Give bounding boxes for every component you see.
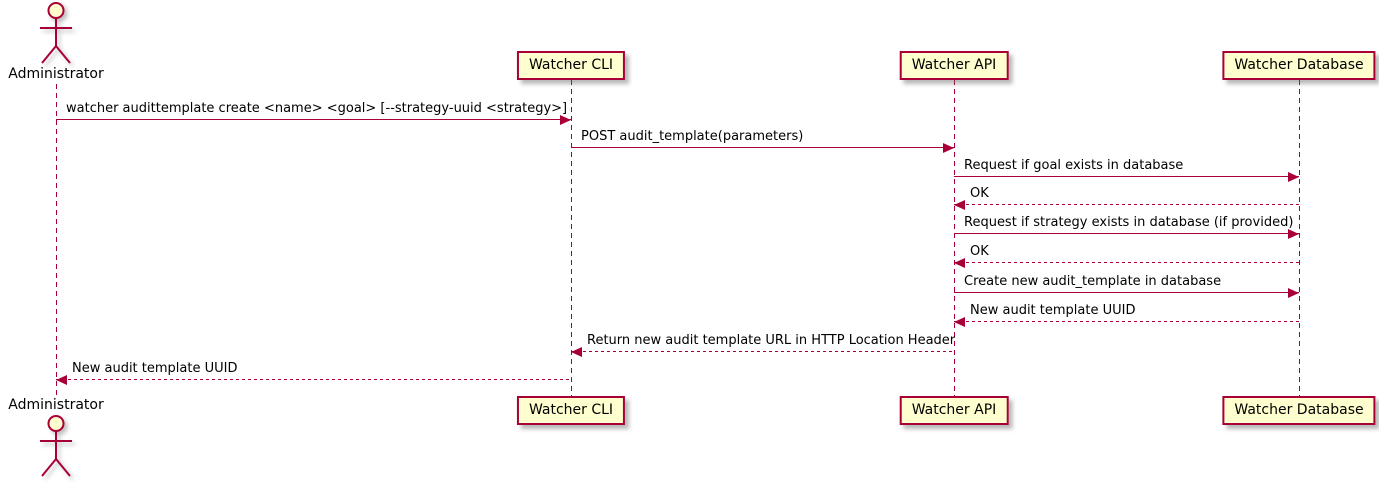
actor-administrator-icon xyxy=(40,2,72,64)
participant-watcher-api-top: Watcher API xyxy=(899,51,1009,80)
arrowhead-icon xyxy=(56,375,67,385)
actor-administrator-icon xyxy=(40,415,72,477)
message-line xyxy=(56,379,571,380)
arrowhead-icon xyxy=(1288,288,1299,298)
message-label: Request if strategy exists in database (… xyxy=(964,215,1294,230)
message-line xyxy=(954,262,1299,263)
arrowhead-icon xyxy=(571,347,582,357)
message-label: POST audit_template(parameters) xyxy=(581,129,804,144)
arrowhead-icon xyxy=(943,143,954,153)
message-label: watcher audittemplate create <name> <goa… xyxy=(66,101,568,116)
message-label: Create new audit_template in database xyxy=(964,274,1222,289)
message-line xyxy=(954,321,1299,322)
message-line xyxy=(954,233,1299,234)
participant-watcher-database-bottom: Watcher Database xyxy=(1222,396,1376,425)
lifeline-watcher-database xyxy=(1299,80,1300,396)
participant-watcher-cli-bottom: Watcher CLI xyxy=(516,396,626,425)
message-line xyxy=(954,292,1299,293)
participant-watcher-api-bottom: Watcher API xyxy=(899,396,1009,425)
arrowhead-icon xyxy=(954,317,965,327)
message-line xyxy=(954,204,1299,205)
message-label: Request if goal exists in database xyxy=(964,158,1184,173)
message-label: New audit template UUID xyxy=(72,361,238,376)
message-line xyxy=(571,147,954,148)
lifeline-watcher-cli xyxy=(571,80,572,396)
actor-administrator-label-bottom: Administrator xyxy=(8,397,104,413)
message-label: OK xyxy=(970,244,989,259)
participant-watcher-database-top: Watcher Database xyxy=(1222,51,1376,80)
arrowhead-icon xyxy=(954,258,965,268)
arrowhead-icon xyxy=(954,200,965,210)
participant-watcher-cli-top: Watcher CLI xyxy=(516,51,626,80)
lifeline-administrator xyxy=(56,84,57,396)
message-line xyxy=(954,176,1299,177)
message-label: Return new audit template URL in HTTP Lo… xyxy=(587,333,956,348)
arrowhead-icon xyxy=(1288,229,1299,239)
actor-administrator-label-top: Administrator xyxy=(8,66,104,82)
arrowhead-icon xyxy=(560,115,571,125)
message-line xyxy=(571,351,954,352)
message-line xyxy=(56,119,571,120)
message-label: New audit template UUID xyxy=(970,303,1136,318)
arrowhead-icon xyxy=(1288,172,1299,182)
lifeline-watcher-api xyxy=(954,80,955,396)
message-label: OK xyxy=(970,186,989,201)
